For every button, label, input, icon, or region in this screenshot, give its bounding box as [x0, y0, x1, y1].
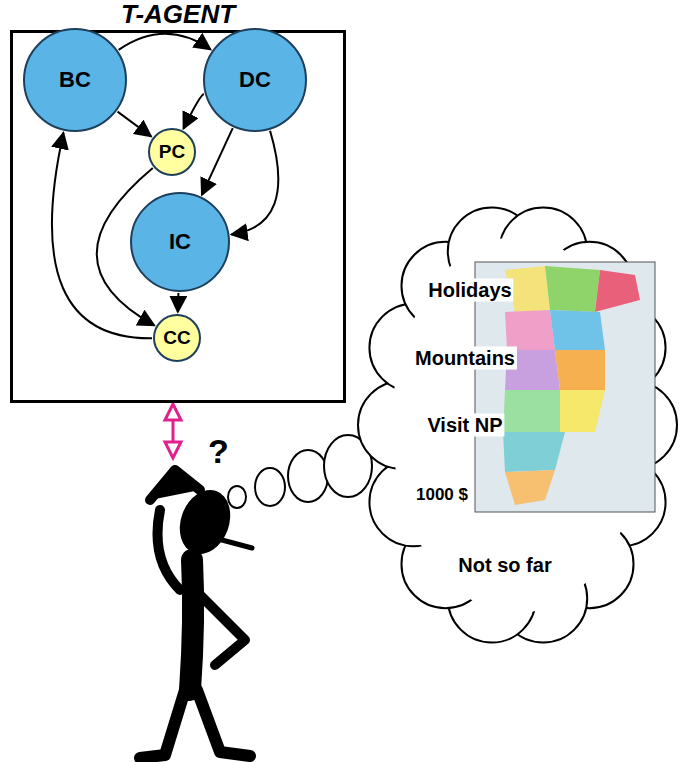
- component-label: CC: [163, 327, 190, 349]
- double-arrow: [165, 404, 181, 458]
- thinking-person: [140, 470, 252, 758]
- flow-arrow: [202, 128, 233, 195]
- wish-text: Visit NP: [425, 414, 504, 437]
- thought-bubble: [255, 468, 285, 506]
- component-circle: CC: [153, 314, 201, 362]
- wish-text: Holidays: [426, 279, 513, 302]
- component-circle: DC: [203, 28, 307, 132]
- thought-bubble: [288, 450, 328, 502]
- component-label: IC: [169, 229, 191, 255]
- box-title: T-AGENT: [121, 0, 235, 30]
- thought-cloud: HolidaysMountainsVisit NP 1000 $ Not so fa…: [355, 200, 680, 650]
- component-circle: BC: [23, 28, 127, 132]
- component-label: PC: [159, 141, 185, 163]
- wish-text: Mountains: [413, 347, 517, 370]
- wish-text: 1000 $: [414, 485, 470, 505]
- component-circle: PC: [148, 128, 196, 176]
- flow-arrow: [231, 131, 278, 235]
- question-mark: ?: [208, 432, 229, 471]
- flow-arrow: [177, 293, 180, 312]
- wish-text: Not so far: [456, 554, 553, 577]
- flow-arrow: [119, 34, 211, 50]
- flow-arrow: [118, 112, 152, 137]
- cloud-outline: [355, 200, 680, 650]
- component-label: BC: [59, 67, 91, 93]
- component-circle: IC: [130, 192, 230, 292]
- agent-box: T-AGENTBCDCPCICCC: [10, 30, 346, 403]
- component-label: DC: [239, 67, 271, 93]
- flow-arrow: [183, 94, 203, 129]
- thought-bubble: [228, 486, 246, 508]
